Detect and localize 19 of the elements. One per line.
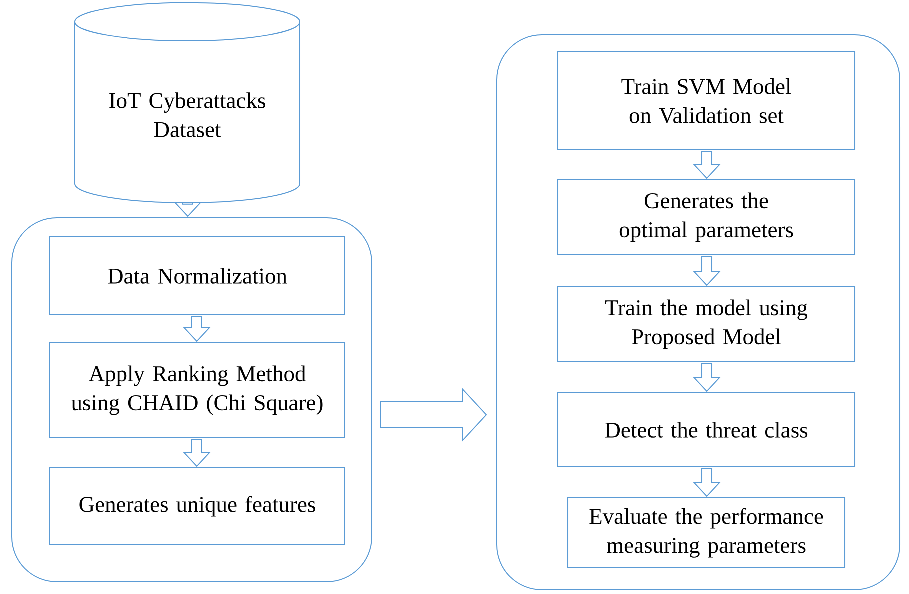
database-cylinder: IoT Cyberattacks Dataset (74, 2, 300, 204)
group-panel (496, 34, 901, 590)
block-arrow (692, 468, 722, 498)
process-box: Evaluate the performance measuring parameters (568, 498, 846, 568)
process-box: Train SVM Model on Validation set (558, 52, 856, 150)
process-box: Apply Ranking Method using CHAID (Chi Square) (50, 342, 346, 438)
process-box: Train the model using Proposed Model (558, 286, 856, 362)
block-arrow (380, 388, 488, 442)
block-arrow (692, 363, 722, 392)
process-box: Data Normalization (50, 236, 346, 316)
process-box: Generates the optimal parameters (558, 180, 856, 256)
block-arrow (692, 151, 722, 180)
block-arrow (182, 439, 212, 468)
block-arrow (182, 316, 212, 342)
process-box: Detect the threat class (558, 392, 856, 468)
block-arrow (692, 256, 722, 286)
block-arrow (174, 202, 202, 218)
process-box: Generates unique features (50, 468, 346, 546)
group-panel (12, 218, 372, 582)
